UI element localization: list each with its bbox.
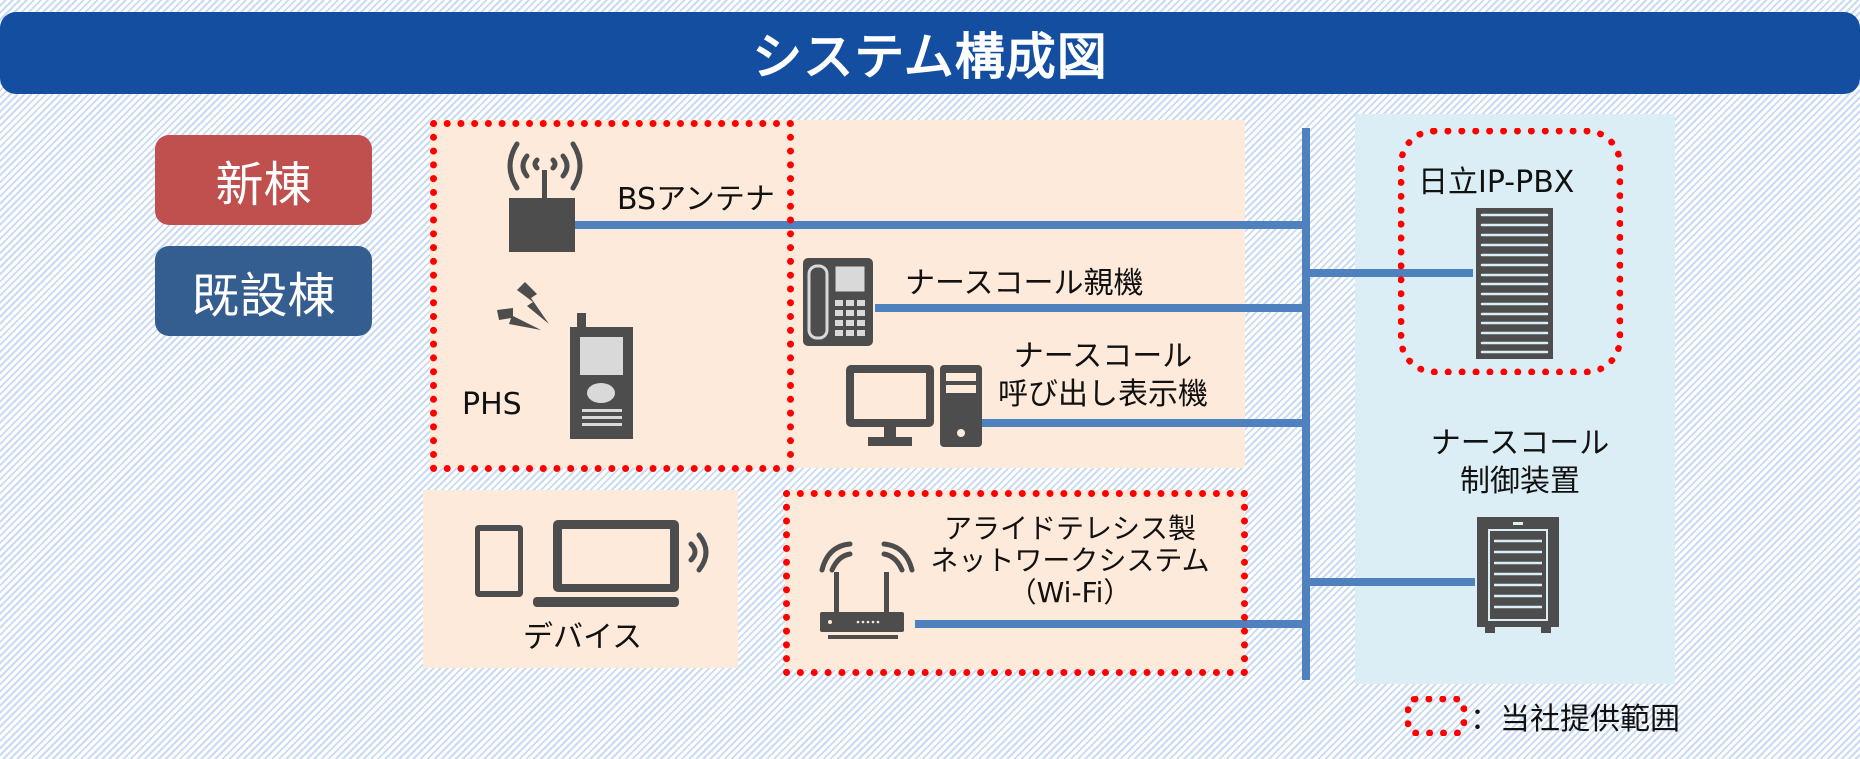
bs-antenna-label: BSアンテナ [617, 182, 775, 217]
wifi-label-line3: （Wi-Fi） [1008, 576, 1132, 610]
rack-server-icon [1476, 208, 1553, 359]
devices-label: デバイス [523, 620, 643, 655]
nurse-call-display-label-line1: ナースコール [1013, 339, 1193, 374]
backbone-line [1302, 128, 1310, 680]
scope-frame-phs [430, 120, 794, 472]
legend-new-building-label: 新棟 [215, 157, 312, 213]
desktop-computer-icon [846, 365, 986, 449]
nurse-call-display-label-line2: 呼び出し表示機 [998, 376, 1208, 412]
scope-legend-label: ：当社提供範囲 [1470, 702, 1680, 737]
line-nurse-call-controller [1305, 578, 1475, 586]
tablet-laptop-icon [473, 520, 713, 610]
nurse-call-controller-label-line2: 制御装置 [1460, 463, 1580, 499]
title-bar: システム構成図 [0, 12, 1860, 94]
legend-existing-building: 既設棟 [155, 246, 372, 336]
wifi-label-line2: ネットワークシステム [930, 544, 1210, 578]
scope-legend-swatch [1405, 696, 1467, 736]
line-ip-pbx [1305, 269, 1473, 277]
phs-label: PHS [462, 387, 522, 422]
new-building-zone-wifi [785, 490, 1245, 670]
legend-new-building: 新棟 [155, 135, 372, 225]
scope-frame-wifi [783, 490, 1248, 676]
wifi-label: アライドテレシス製 ネットワークシステム （Wi-Fi） [930, 512, 1210, 610]
antenna-base-station-icon [505, 138, 585, 256]
phs-handset-icon [570, 313, 635, 441]
legend-existing-building-label: 既設棟 [191, 268, 336, 324]
signal-bolt-icon [495, 280, 565, 350]
nurse-call-display-label: ナースコール 呼び出し表示機 [978, 338, 1228, 413]
nurse-call-controller-label: ナースコール 制御装置 [1405, 425, 1635, 500]
scope-frame-ip-pbx [1398, 128, 1623, 375]
nurse-call-controller-label-line1: ナースコール [1430, 426, 1610, 461]
nurse-call-master-label: ナースコール親機 [905, 266, 1144, 301]
line-bs-antenna [575, 221, 1305, 229]
server-cabinet-icon [1477, 517, 1559, 633]
wifi-label-line1: アライドテレシス製 [943, 512, 1196, 545]
ip-pbx-label: 日立IP-PBX [1418, 165, 1575, 200]
line-nurse-call-display [980, 419, 1305, 427]
page-title: システム構成図 [752, 28, 1108, 86]
line-wifi [915, 620, 1305, 628]
line-nurse-call-master [875, 304, 1305, 312]
desk-phone-icon [803, 258, 873, 346]
wifi-router-icon [818, 540, 918, 640]
